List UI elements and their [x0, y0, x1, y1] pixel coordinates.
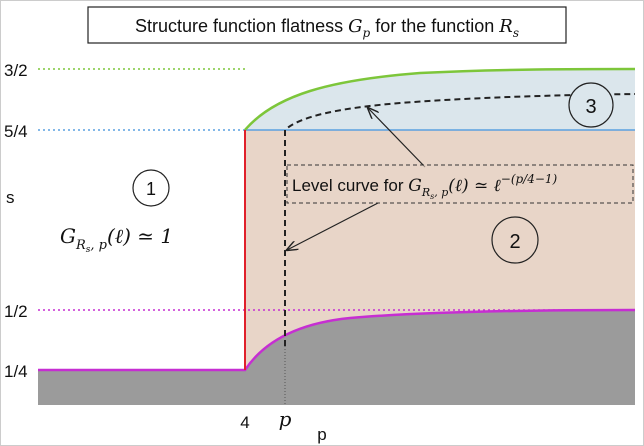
level-curve-G: G	[408, 176, 422, 196]
level-curve-arg: (ℓ) ≃ ℓ	[448, 176, 500, 196]
region-2-marker	[491, 216, 539, 264]
formula-R: R	[75, 238, 86, 253]
formula-comma-p: , p	[90, 238, 107, 253]
region-2-label: 2	[509, 231, 520, 253]
y-tick-3-2: 3/2	[4, 61, 28, 80]
level-curve-R: R	[421, 186, 430, 199]
title-middle: for the function	[370, 16, 499, 36]
title: Structure function flatness Gp for the f…	[135, 16, 519, 40]
region-3-label: 3	[585, 96, 596, 118]
title-symbol-sub: p	[363, 26, 371, 40]
title-prefix: Structure function flatness	[135, 16, 348, 36]
level-curve-s: s	[430, 192, 434, 201]
lower-curve-magenta	[38, 308, 636, 372]
level-curve-label: Level curve for GRs, p(ℓ) ≃ ℓ−(p/4−1)	[292, 172, 558, 201]
x-axis-label: p	[317, 425, 326, 444]
level-curve-text: Level curve for	[292, 176, 408, 195]
level-curve-comma-p: , p	[434, 186, 448, 199]
title-box	[87, 6, 567, 44]
formula-s: s	[86, 245, 91, 255]
level-curve-exponent: −(p/4−1)	[501, 172, 558, 186]
formula-G: G	[60, 224, 76, 248]
y-tick-1-4: 1/4	[4, 362, 28, 381]
region-1-marker	[132, 169, 170, 207]
region-1-formula: GRs, p(ℓ) ≃ 1	[60, 224, 173, 255]
formula-arg: (ℓ) ≃ 1	[107, 224, 173, 248]
region-3-marker	[568, 82, 614, 128]
y-tick-5-4: 5/4	[4, 122, 28, 141]
arrow-to-upper-level	[368, 108, 426, 168]
title-func-sub: s	[513, 26, 519, 40]
title-func: R	[498, 16, 513, 37]
title-symbol: G	[348, 16, 362, 37]
region-1-label: 1	[146, 179, 156, 199]
y-tick-1-2: 1/2	[4, 302, 28, 321]
upper-curve-green	[244, 67, 636, 131]
level-curve-dashed	[284, 93, 636, 346]
x-tick-p: p	[279, 407, 292, 431]
level-curve-label-box	[286, 164, 634, 204]
y-axis-label: s	[6, 188, 15, 207]
x-tick-4: 4	[240, 413, 249, 432]
gray-region-fill	[38, 310, 635, 405]
arrow-to-vertical-level	[287, 202, 379, 250]
